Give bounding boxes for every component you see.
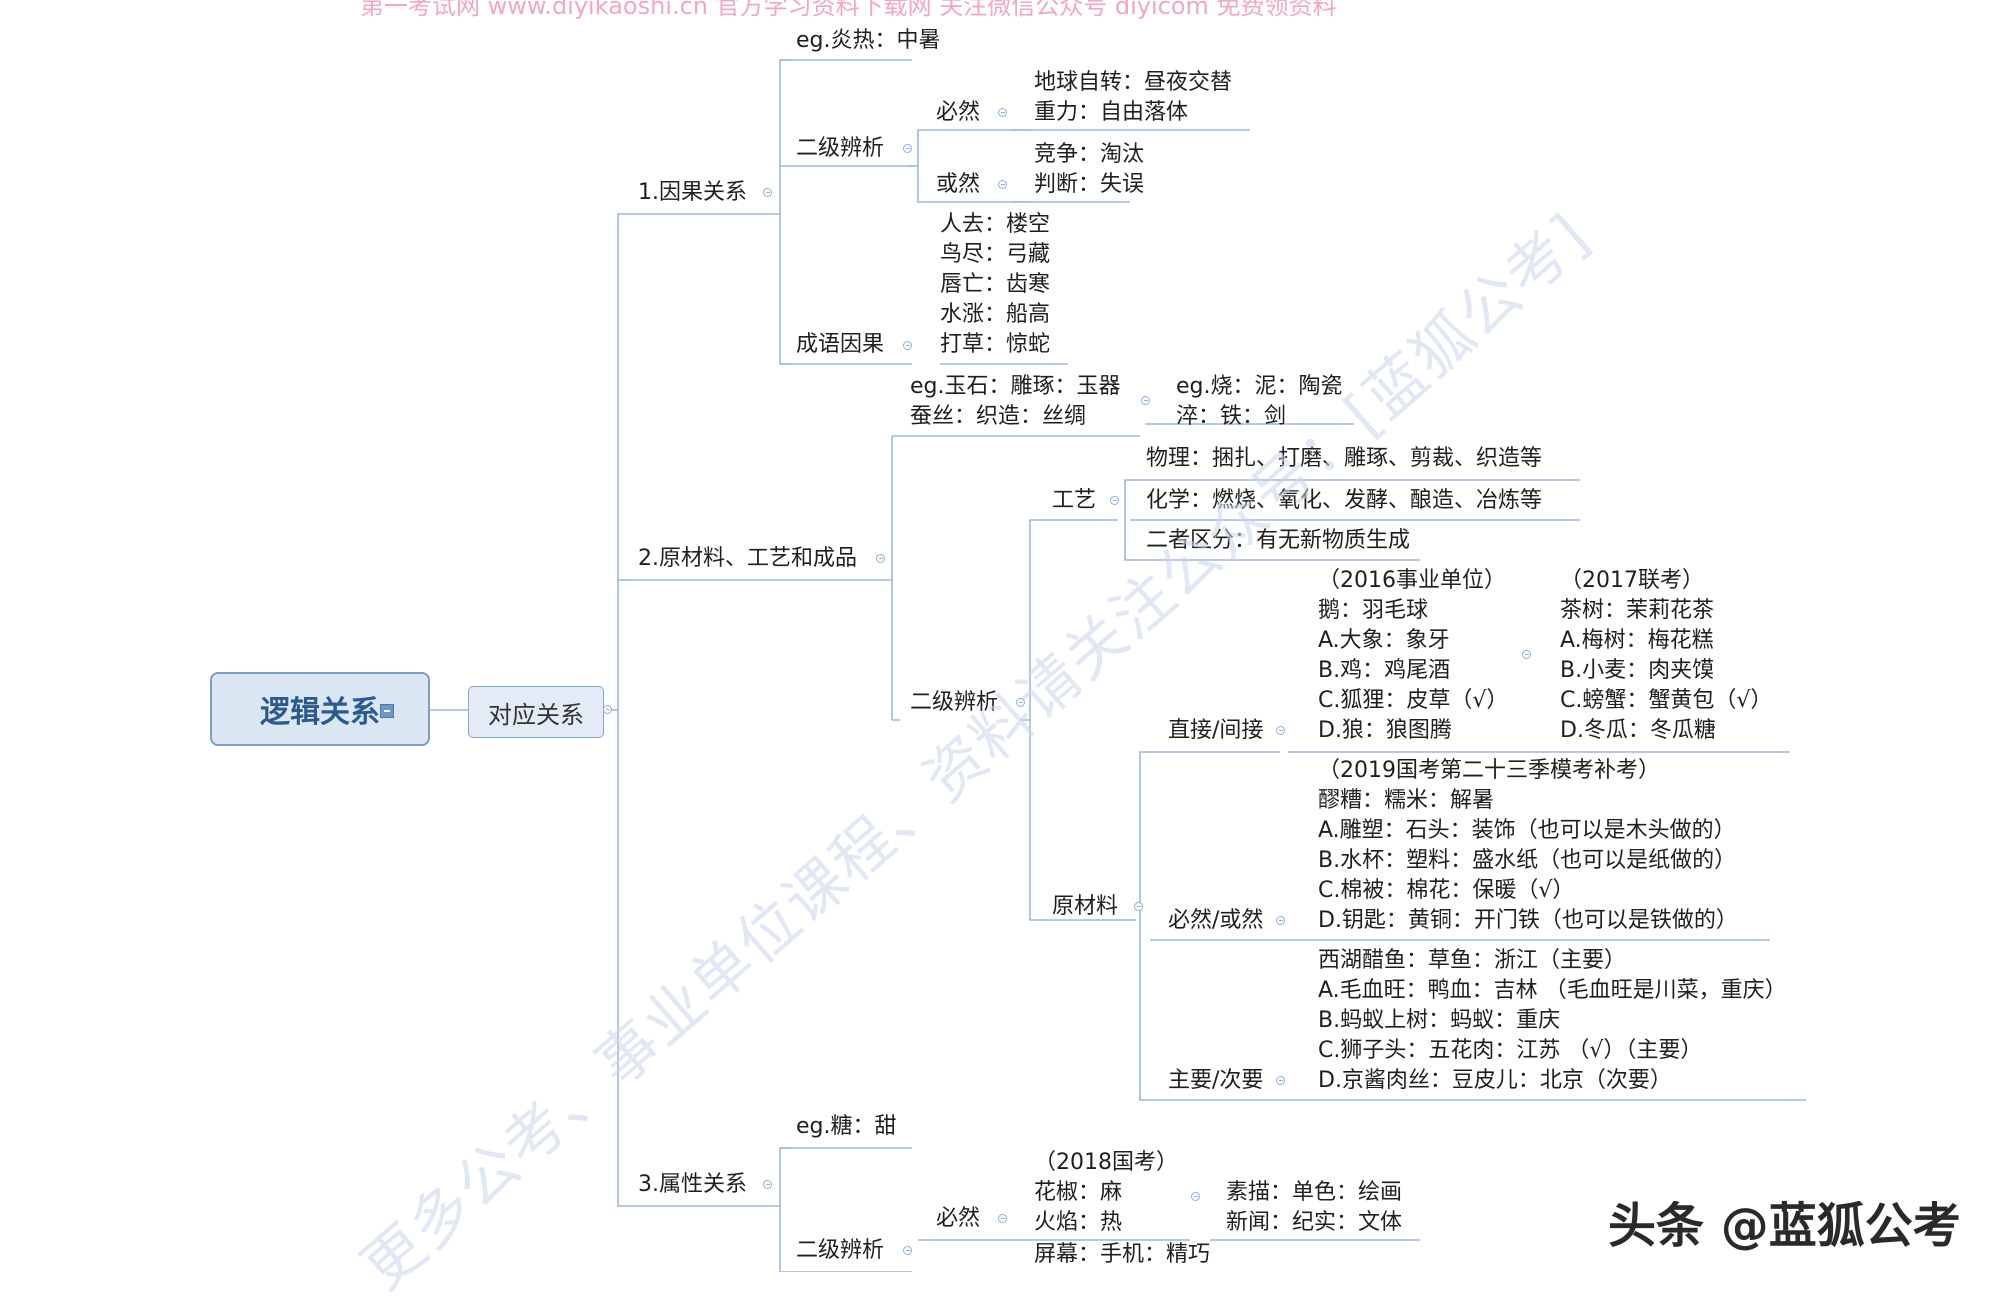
collapse-circle-icon[interactable]: [1016, 698, 1025, 707]
collapse-circle-icon[interactable]: [1134, 902, 1143, 911]
material-craft-item: 物理：捆扎、打磨、雕琢、剪裁、织造等: [1146, 446, 1543, 471]
raw-primary-item: D.京酱肉丝：豆皮儿：北京（次要）: [1318, 1068, 1672, 1093]
raw-necessity-item: A.雕塑：石头：装饰（也可以是木头做的）: [1318, 818, 1736, 843]
raw-direct-label[interactable]: 直接/间接: [1168, 718, 1264, 743]
collapse-circle-icon[interactable]: [998, 180, 1007, 189]
corner-watermark: 头条 @蓝狐公考: [1608, 1198, 1961, 1254]
raw-necessity-item: C.棉被：棉花：保暖（√）: [1318, 878, 1575, 903]
causal-contingent-item: 竞争：淘汰: [1034, 142, 1145, 167]
level1-node-label: 对应关系: [488, 700, 584, 729]
material-craft-note: 二者区分：有无新物质生成: [1146, 528, 1411, 553]
raw-direct-right: C.螃蟹：蟹黄包（√）: [1560, 688, 1773, 713]
raw-direct-right: A.梅树：梅花糕: [1560, 628, 1714, 653]
collapse-circle-icon[interactable]: [1276, 726, 1285, 735]
attribute-inevitable-left: 火焰：热: [1034, 1210, 1123, 1235]
material-craft-label[interactable]: 工艺: [1052, 488, 1097, 513]
attribute-inevitable-left: （2018国考）: [1034, 1150, 1178, 1175]
attribute-next-item: 屏幕：手机：精巧: [1034, 1242, 1211, 1267]
attribute-inevitable-right: 新闻：纪实：文体: [1226, 1210, 1403, 1235]
level1-node[interactable]: 对应关系: [468, 686, 604, 738]
material-example-right: eg.烧：泥：陶瓷: [1176, 374, 1343, 399]
raw-primary-label[interactable]: 主要/次要: [1168, 1068, 1264, 1093]
branch-attribute-label[interactable]: 3.属性关系: [638, 1172, 747, 1197]
header-watermark: 第一考试网 www.diyikaoshi.cn 官方学习资料下载网 关注微信公众…: [360, 0, 1337, 20]
raw-necessity-item: （2019国考第二十三季模考补考）: [1318, 758, 1660, 783]
causal-example: eg.炎热：中暑: [796, 28, 941, 53]
raw-direct-left: （2016事业单位）: [1318, 568, 1506, 593]
material-craft-item: 化学：燃烧、氧化、发酵、酿造、冶炼等: [1146, 488, 1543, 513]
raw-primary-item: B.蚂蚁上树：蚂蚁：重庆: [1318, 1008, 1561, 1033]
raw-necessity-item: 醪糟：糯米：解暑: [1318, 788, 1495, 813]
root-node[interactable]: 逻辑关系: [210, 672, 430, 746]
raw-primary-item: 西湖醋鱼：草鱼：浙江（主要）: [1318, 948, 1627, 973]
causal-idiom-item: 唇亡：齿寒: [940, 272, 1051, 297]
causal-idiom-item: 水涨：船高: [940, 302, 1051, 327]
causal-inevitable-label[interactable]: 必然: [936, 100, 981, 125]
raw-direct-right: 茶树：茉莉花茶: [1560, 598, 1715, 623]
collapse-circle-icon[interactable]: [1191, 1192, 1200, 1201]
material-raw-label[interactable]: 原材料: [1052, 894, 1119, 919]
collapse-circle-icon[interactable]: [903, 1246, 912, 1255]
collapse-circle-icon[interactable]: [903, 341, 912, 350]
collapse-circle-icon[interactable]: [998, 108, 1007, 117]
raw-direct-right: B.小麦：肉夹馍: [1560, 658, 1715, 683]
causal-contingent-item: 判断：失误: [1034, 172, 1145, 197]
raw-primary-item: A.毛血旺：鸭血：吉林 （毛血旺是川菜，重庆）: [1318, 978, 1787, 1003]
collapse-circle-icon[interactable]: [763, 1180, 772, 1189]
causal-contingent-label[interactable]: 或然: [936, 172, 981, 197]
collapse-circle-icon[interactable]: [903, 144, 912, 153]
collapse-circle-icon[interactable]: [1276, 916, 1285, 925]
attribute-inevitable-right: 素描：单色：绘画: [1226, 1180, 1403, 1205]
raw-direct-right: （2017联考）: [1560, 568, 1704, 593]
branch-material-label[interactable]: 2.原材料、工艺和成品: [638, 546, 857, 571]
causal-idiom-item: 打草：惊蛇: [940, 332, 1051, 357]
causal-idiom-item: 鸟尽：弓藏: [940, 242, 1051, 267]
raw-direct-left: 鹅：羽毛球: [1318, 598, 1429, 623]
collapse-circle-icon[interactable]: [876, 554, 885, 563]
causal-idiom-item: 人去：楼空: [940, 212, 1051, 237]
raw-direct-left: A.大象：象牙: [1318, 628, 1450, 653]
material-example: eg.玉石：雕琢：玉器: [910, 374, 1121, 399]
collapse-circle-icon[interactable]: [1141, 396, 1150, 405]
raw-direct-right: D.冬瓜：冬瓜糖: [1560, 718, 1716, 743]
branch-causal-label[interactable]: 1.因果关系: [638, 180, 747, 205]
collapse-circle-icon[interactable]: [1276, 1076, 1285, 1085]
material-secondary-label[interactable]: 二级辨析: [910, 690, 999, 715]
raw-necessity-item: D.钥匙：黄铜：开门铁（也可以是铁做的）: [1318, 908, 1738, 933]
material-example-right: 淬：铁：剑: [1176, 404, 1287, 429]
collapse-circle-icon[interactable]: [603, 705, 612, 714]
material-example: 蚕丝：织造：丝绸: [910, 404, 1087, 429]
attribute-secondary-label[interactable]: 二级辨析: [796, 1238, 885, 1263]
raw-direct-left: D.狼：狼图腾: [1318, 718, 1452, 743]
raw-necessity-label[interactable]: 必然/或然: [1168, 908, 1264, 933]
causal-idiom-label[interactable]: 成语因果: [796, 332, 885, 357]
raw-primary-item: C.狮子头：五花肉：江苏 （√）（主要）: [1318, 1038, 1703, 1063]
mindmap-canvas: 第一考试网 www.diyikaoshi.cn 官方学习资料下载网 关注微信公众…: [210, 0, 1961, 1303]
attribute-example: eg.糖：甜: [796, 1114, 897, 1139]
raw-direct-left: C.狐狸：皮草（√）: [1318, 688, 1509, 713]
attribute-inevitable-label[interactable]: 必然: [936, 1206, 981, 1231]
causal-secondary-label[interactable]: 二级辨析: [796, 136, 885, 161]
collapse-toggle-icon[interactable]: [380, 704, 394, 718]
causal-inevitable-item: 地球自转：昼夜交替: [1034, 70, 1233, 95]
root-node-label: 逻辑关系: [260, 695, 380, 730]
collapse-circle-icon[interactable]: [763, 188, 772, 197]
collapse-circle-icon[interactable]: [998, 1214, 1007, 1223]
collapse-circle-icon[interactable]: [1110, 496, 1119, 505]
attribute-inevitable-left: 花椒：麻: [1034, 1180, 1123, 1205]
raw-direct-left: B.鸡：鸡尾酒: [1318, 658, 1451, 683]
raw-necessity-item: B.水杯：塑料：盛水纸（也可以是纸做的）: [1318, 848, 1737, 873]
collapse-circle-icon[interactable]: [1522, 650, 1531, 659]
causal-inevitable-item: 重力：自由落体: [1034, 100, 1189, 125]
